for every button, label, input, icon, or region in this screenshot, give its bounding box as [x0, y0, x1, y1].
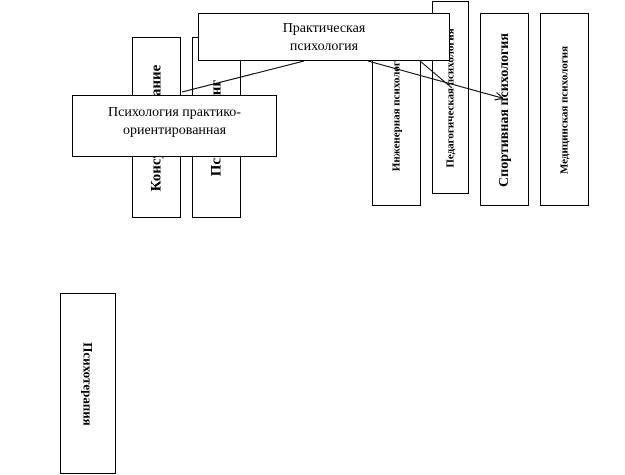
practical-psychology-line2: психология: [289, 39, 359, 54]
engineering-psychology-label: Инженерная психология: [390, 48, 402, 171]
sports-psychology-label: Спортивная психология: [496, 32, 512, 187]
sports-psychology-box: Спортивная психология: [480, 13, 529, 206]
practice-oriented-psychology-box: Психология практико- ориентированная: [72, 95, 277, 157]
practical-psychology-box: Практическая психология: [198, 13, 450, 61]
practical-psychology-line1: Практическая: [282, 21, 366, 36]
medical-psychology-box: Медицинская психология: [540, 13, 589, 206]
psychotherapy-box: Психотерапия: [60, 293, 116, 474]
practice-oriented-line1: Психология практико-: [108, 105, 241, 120]
psychotherapy-label: Психотерапия: [80, 341, 96, 426]
medical-psychology-label: Медицинская психология: [558, 45, 570, 174]
practice-oriented-line2: ориентированная: [122, 123, 227, 138]
